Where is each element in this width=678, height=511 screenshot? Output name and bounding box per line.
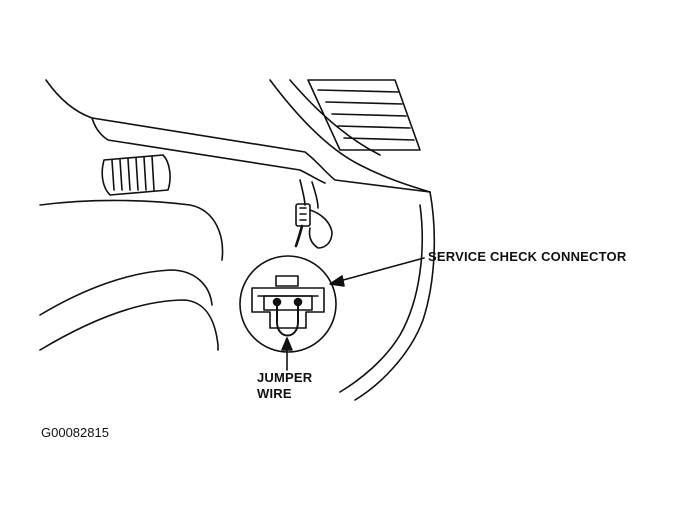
center-vent <box>307 79 421 151</box>
figure-id: G00082815 <box>41 425 109 440</box>
jumper-wire-label-line1: JUMPER <box>257 370 313 385</box>
dashboard-panel <box>45 79 436 401</box>
jumper-wire-label-line2: WIRE <box>257 386 292 401</box>
hanging-connector <box>294 179 333 249</box>
service-check-connector-leader <box>329 257 425 287</box>
lower-console <box>39 199 224 351</box>
left-vent <box>101 154 171 196</box>
connector-detail-circle <box>239 255 337 353</box>
jumper-wire-leader <box>281 337 293 371</box>
jumper-wire <box>276 301 299 337</box>
service-check-connector-label: SERVICE CHECK CONNECTOR <box>428 249 627 264</box>
